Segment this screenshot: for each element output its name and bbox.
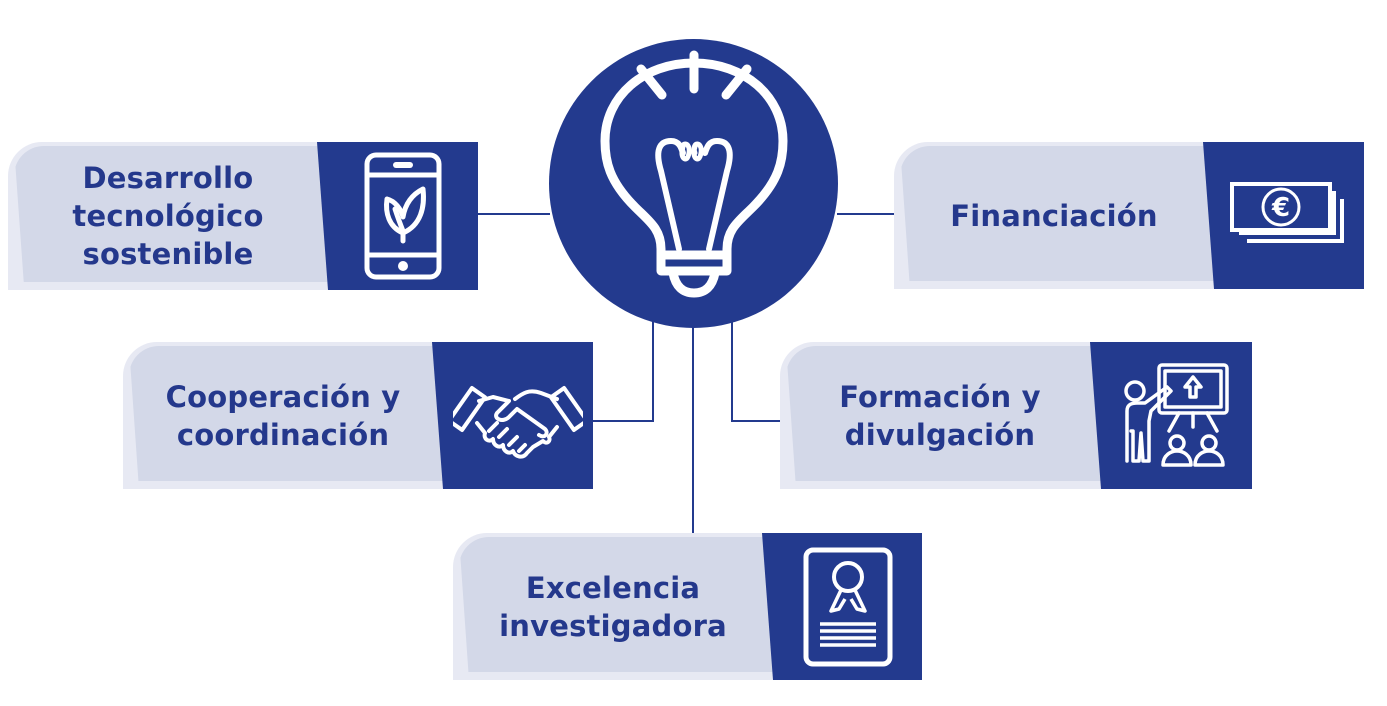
lightbulb-icon xyxy=(600,50,787,297)
node-financiacion: Financiación € xyxy=(894,142,1364,289)
node-label-panel xyxy=(780,342,1102,489)
node-label: Cooperación y coordinación xyxy=(165,379,401,452)
node-label-panel xyxy=(453,533,773,680)
node-desarrollo-tecnologico-sostenible: Desarrollo tecnológico sostenible xyxy=(8,142,478,290)
smartphone-leaf-icon xyxy=(364,152,442,280)
node-label: Desarrollo tecnológico sostenible xyxy=(72,161,264,271)
central-hub xyxy=(549,39,838,328)
svg-text:€: € xyxy=(1271,193,1290,223)
node-cooperacion-y-coordinacion: Cooperación y coordinación xyxy=(123,342,593,489)
node-label: Formación y divulgación xyxy=(839,379,1041,452)
connector-desarrollo xyxy=(478,213,550,215)
node-formacion-y-divulgacion: Formación y divulgación xyxy=(780,342,1252,489)
node-label-panel xyxy=(894,142,1214,289)
connector-formacion-horizontal xyxy=(731,420,781,422)
node-icon-panel xyxy=(762,533,922,680)
node-excelencia-investigadora: Excelencia investigadora xyxy=(453,533,922,680)
connector-financiacion xyxy=(837,213,895,215)
node-label: Financiación xyxy=(950,198,1158,233)
node-label-panel xyxy=(8,142,338,290)
certificate-award-icon xyxy=(803,547,892,666)
connector-formacion-vertical xyxy=(731,318,733,422)
handshake-icon xyxy=(453,385,583,459)
connector-cooperacion-vertical xyxy=(652,318,654,422)
connector-cooperacion-horizontal xyxy=(593,420,654,422)
teacher-presentation-icon xyxy=(1124,362,1229,467)
node-label: Excelencia investigadora xyxy=(499,570,727,643)
node-icon-panel xyxy=(1203,142,1364,289)
euro-banknotes-icon: € xyxy=(1230,181,1344,243)
connector-excelencia xyxy=(692,320,694,534)
node-label-panel xyxy=(123,342,443,489)
